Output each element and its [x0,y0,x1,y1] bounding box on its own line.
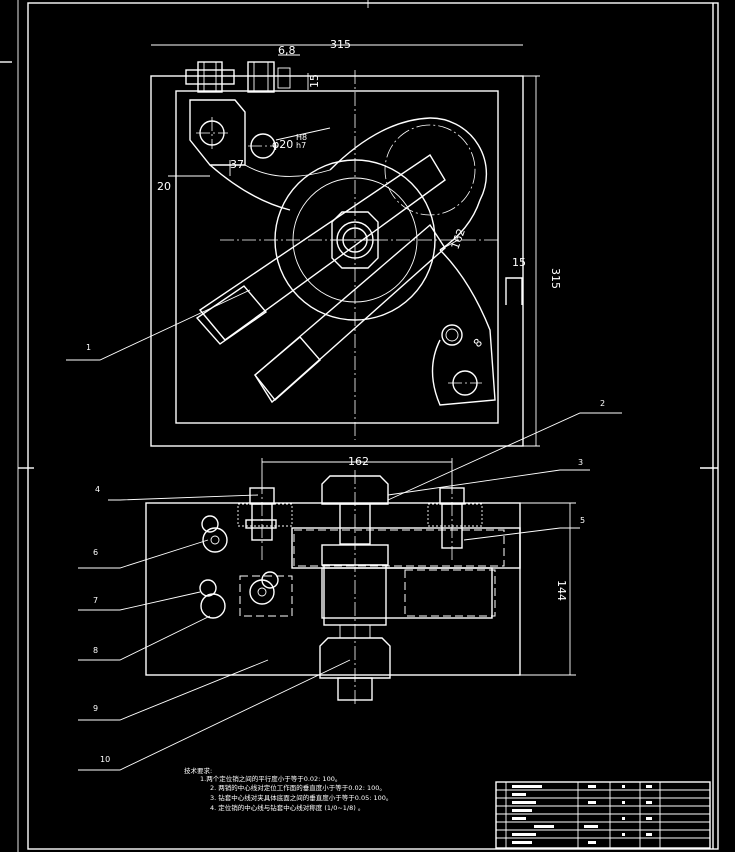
note-line-3: 3. 钻套中心线对夹具体底面之间的垂直度小于等于0.05: 100。 [210,793,392,802]
front-view [145,458,576,705]
note-line-1: 1.两个定位销之间的平行度小于等于0.02: 100。 [200,774,341,783]
dim-front-width: 162 [348,455,369,468]
dim-20: 20 [157,180,171,193]
dim-front-height: 144 [555,580,568,601]
notes-title: 技术要求: [184,766,212,775]
dim-top-width: 315 [330,38,351,51]
dim-15-right: 15 [512,256,526,269]
callout-8: 8 [93,646,98,655]
callout-10: 10 [100,755,110,764]
title-block [495,781,711,849]
callout-7: 7 [93,596,98,605]
dim-8: 8 [471,336,485,350]
callout-4: 4 [95,485,100,494]
note-line-4: 4. 定位销的中心线与钻套中心线对称度 (1/0~1/8) 。 [210,803,364,812]
callout-2: 2 [600,399,605,408]
top-view [150,44,540,447]
dim-162-top: 162 [449,227,468,251]
dim-top-height: 315 [549,268,562,289]
note-line-2: 2. 两销的中心线对定位工作面的垂直度小于等于0.02: 100。 [210,783,386,792]
callout-5: 5 [580,516,585,525]
callout-6: 6 [93,548,98,557]
fit-upper: H8 [296,133,307,142]
dim-bore: φ20 [272,138,293,151]
dim-15-top: 15 [308,74,321,88]
callout-leaders [66,289,622,771]
dim-37: 37 [230,158,244,171]
callout-3: 3 [578,458,583,467]
callout-1: 1 [86,343,91,352]
sheet-border [0,0,719,852]
dim-6-8: 6,8 [278,44,296,57]
callout-9: 9 [93,704,98,713]
fit-lower: h7 [296,141,306,150]
